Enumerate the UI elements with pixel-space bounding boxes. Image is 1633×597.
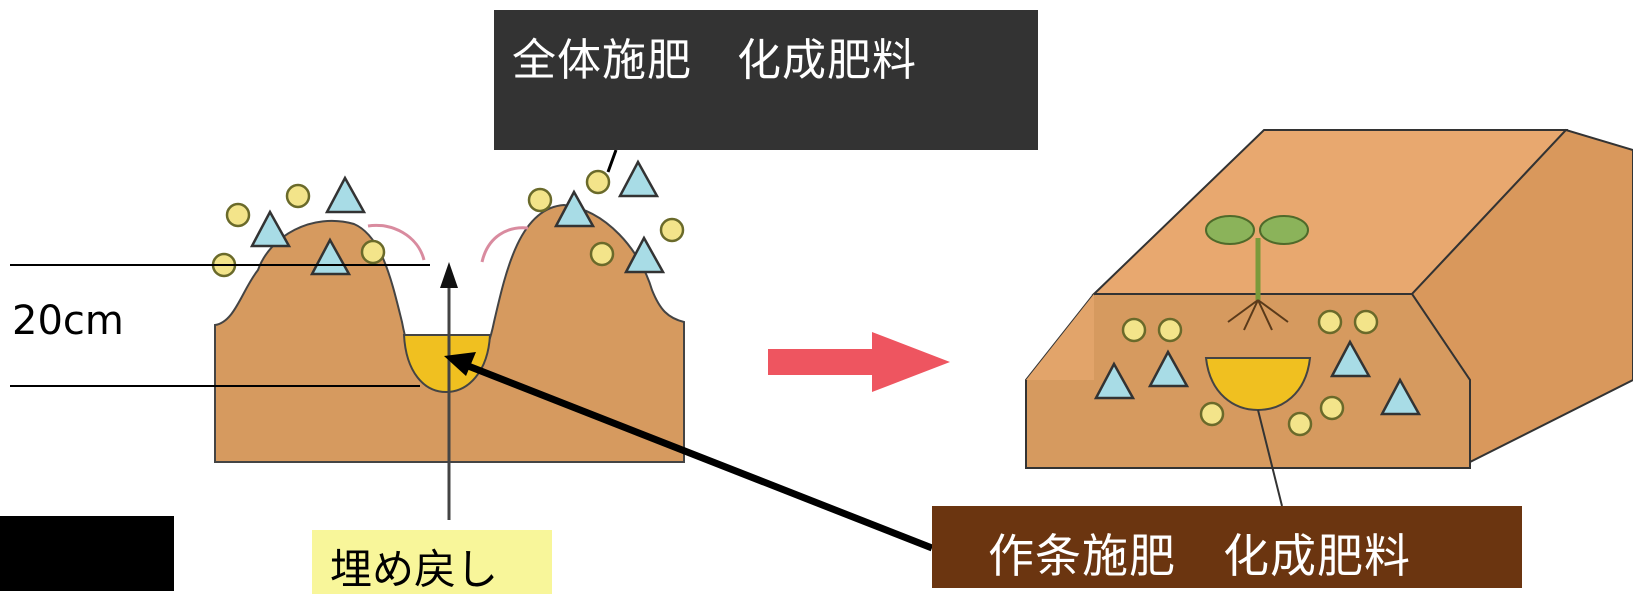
backfill-arrowhead-icon (440, 262, 458, 288)
fold-arrow-right (480, 226, 529, 263)
top-label-connector (606, 149, 618, 173)
furrow-cross-section (211, 159, 685, 520)
seedling-icon (1205, 215, 1309, 331)
black-box (0, 516, 174, 591)
backfill-label: 埋め戻し (312, 530, 552, 594)
ridge-base-ledge (1026, 294, 1094, 380)
depth-label: 20cm (12, 298, 124, 344)
row-fertilization-label: 作条施肥 化成肥料 (932, 506, 1522, 588)
row-label-pointer (456, 358, 934, 552)
row-label-pointer-head (444, 352, 476, 376)
buried-fertilizer-pocket (402, 334, 492, 394)
triangle-fertilizer-icon (1093, 339, 1422, 416)
top-fertilization-label: 全体施肥 化成肥料 (494, 10, 1038, 150)
row-pointer-line (1257, 409, 1283, 507)
circle-fertilizer-icon (1121, 309, 1379, 437)
ridge-block (1025, 128, 1633, 507)
circle-fertilizer-icon (211, 169, 685, 278)
right-arrow-icon (768, 332, 950, 392)
fold-arrow-left (367, 223, 426, 261)
